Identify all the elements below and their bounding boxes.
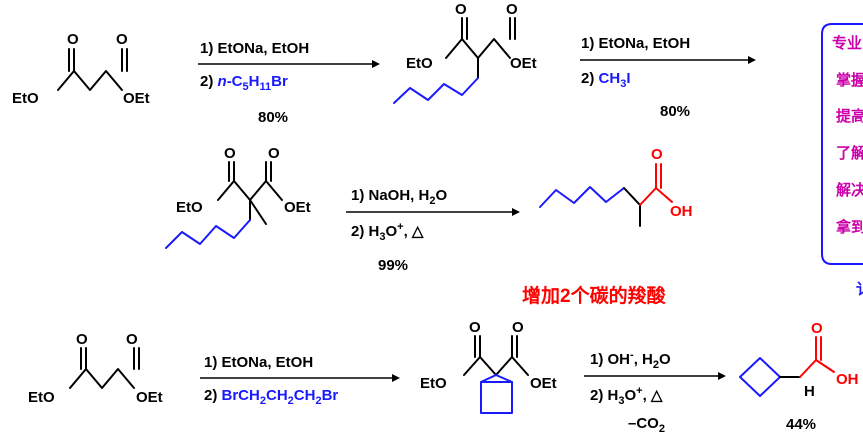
- atom-H: H: [804, 383, 815, 400]
- side-item: 掌握: [836, 71, 863, 89]
- ester-label: EtO: [406, 55, 433, 72]
- methyl-pentyl-malonate: O O EtO OEt: [165, 145, 311, 249]
- atom-O: O: [268, 145, 280, 162]
- reagent-step-2: 2) BrCH2CH2CH2Br: [204, 387, 338, 407]
- ester-label: OEt: [284, 199, 311, 216]
- atom-O: O: [224, 145, 236, 162]
- atom-O: O: [506, 1, 518, 18]
- reaction-arrow-2: 1) EtONa, EtOH 2) CH3I 80%: [580, 35, 756, 120]
- ester-label: EtO: [176, 199, 203, 216]
- cyclobutane-diester: O O EtO OEt: [420, 319, 557, 414]
- methyl-heptanoic-acid: O OH: [539, 146, 693, 227]
- yield: 44%: [786, 416, 816, 433]
- atom-O: O: [455, 1, 467, 18]
- side-footer: 讠: [856, 281, 863, 298]
- ester-label: OEt: [123, 90, 150, 107]
- yield: 80%: [660, 103, 690, 120]
- pentyl-malonate: O O EtO OEt: [393, 1, 537, 104]
- atom-O: O: [651, 146, 663, 163]
- atom-O: O: [116, 31, 128, 48]
- ester-label: OEt: [510, 55, 537, 72]
- hydroxyl: OH: [670, 203, 693, 220]
- reaction-arrow-3: 1) NaOH, H2O 2) H3O+, △ 99%: [346, 187, 520, 274]
- reagent-step-1: 1) EtONa, EtOH: [200, 40, 309, 57]
- ester-label: EtO: [28, 389, 55, 406]
- reagent-step-2: 2) CH3I: [581, 70, 630, 90]
- ester-label: OEt: [530, 375, 557, 392]
- side-item: 拿到: [835, 218, 863, 236]
- atom-O: O: [811, 320, 823, 337]
- cyclobutanecarboxylic-acid: O OH H 44%: [739, 320, 859, 433]
- diethyl-malonate-2: O O EtO OEt: [28, 331, 163, 406]
- side-item: 专业: [832, 34, 862, 52]
- atom-O: O: [469, 319, 481, 336]
- ester-label: OEt: [136, 389, 163, 406]
- byproduct: –CO2: [628, 415, 665, 434]
- yield: 99%: [378, 257, 408, 274]
- reagent-step-1: 1) NaOH, H2O: [351, 187, 447, 207]
- ester-label: EtO: [420, 375, 447, 392]
- reaction-arrow-5: 1) OH-, H2O 2) H3O+, △ –CO2: [584, 349, 726, 434]
- atom-O: O: [512, 319, 524, 336]
- ester-label: EtO: [12, 90, 39, 107]
- reagent-step-1: 1) EtONa, EtOH: [581, 35, 690, 52]
- side-item: 解决: [836, 181, 863, 199]
- reaction-arrow-4: 1) EtONa, EtOH 2) BrCH2CH2CH2Br: [200, 354, 400, 407]
- reagent-step-1: 1) EtONa, EtOH: [204, 354, 313, 371]
- reagent-step-2: 2) H3O+, △: [351, 221, 424, 243]
- side-item: 了解: [836, 144, 863, 162]
- reaction-arrow-1: 1) EtONa, EtOH 2) n-C5H11Br 80%: [198, 40, 380, 126]
- reagent-step-2: 2) H3O+, △: [590, 385, 663, 407]
- diethyl-malonate-1: O O EtO OEt: [12, 31, 150, 107]
- atom-O: O: [76, 331, 88, 348]
- reagent-step-2: 2) n-C5H11Br: [200, 73, 288, 93]
- atom-O: O: [126, 331, 138, 348]
- side-panel: 专业 掌握 提高 了解 解决 拿到 讠: [821, 23, 863, 298]
- atom-O: O: [67, 31, 79, 48]
- reagent-step-1: 1) OH-, H2O: [590, 349, 671, 371]
- scheme-caption: 增加2个碳的羧酸: [522, 284, 667, 307]
- hydroxyl: OH: [836, 371, 859, 388]
- side-item: 提高: [836, 107, 863, 125]
- yield: 80%: [258, 109, 288, 126]
